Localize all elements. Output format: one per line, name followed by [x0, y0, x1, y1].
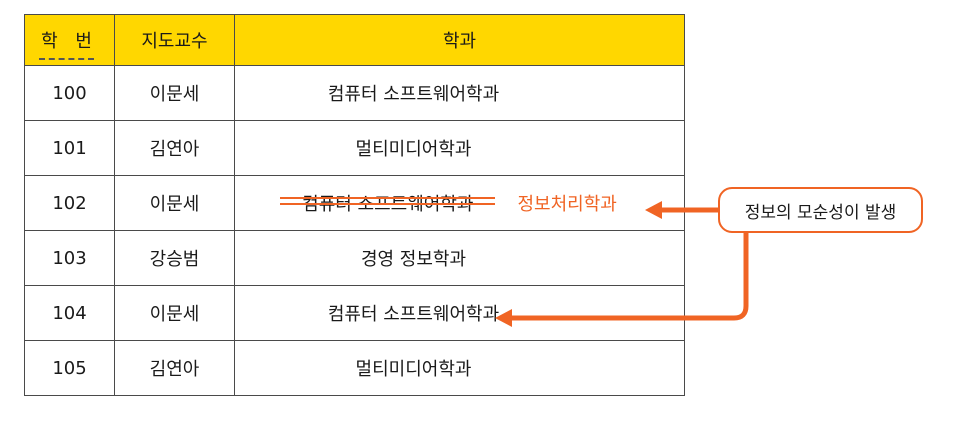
callout-text: 정보의 모순성이 발생 — [744, 202, 897, 223]
old-department-struck: 컴퓨터 소프트웨어학과 — [280, 190, 496, 216]
table-row-conflict: 102 이문세 컴퓨터 소프트웨어학과 정보처리학과 — [24, 175, 685, 231]
student-id-cell: 102 — [24, 175, 115, 231]
advisor-cell: 이문세 — [114, 175, 235, 231]
header-department: 학과 — [234, 14, 685, 66]
student-id-cell: 100 — [24, 65, 115, 121]
table-row: 101 김연아 멀티미디어학과 — [24, 120, 685, 176]
student-id-cell: 105 — [24, 340, 115, 396]
department-value: 멀티미디어학과 — [355, 359, 472, 380]
header-student-id-label: 학 번 — [39, 27, 98, 60]
department-value: 경영 정보학과 — [360, 249, 467, 270]
advisor-cell: 이문세 — [114, 285, 235, 341]
department-cell: 멀티미디어학과 — [234, 120, 685, 176]
department-value: 컴퓨터 소프트웨어학과 — [327, 304, 500, 325]
header-student-id: 학 번 — [24, 14, 115, 66]
student-table: 학 번 지도교수 학과 100 이문세 컴퓨터 소프트웨어학과 101 김연아 … — [24, 14, 685, 396]
new-department-value: 정보처리학과 — [517, 194, 617, 215]
header-advisor: 지도교수 — [114, 14, 235, 66]
department-cell: 경영 정보학과 — [234, 230, 685, 286]
student-id-cell: 103 — [24, 230, 115, 286]
student-id-cell: 104 — [24, 285, 115, 341]
advisor-cell: 이문세 — [114, 65, 235, 121]
department-cell: 멀티미디어학과 — [234, 340, 685, 396]
advisor-cell: 김연아 — [114, 120, 235, 176]
department-cell: 컴퓨터 소프트웨어학과 정보처리학과 — [234, 175, 685, 231]
student-id-cell: 101 — [24, 120, 115, 176]
department-value: 컴퓨터 소프트웨어학과 — [327, 84, 500, 105]
department-cell: 컴퓨터 소프트웨어학과 — [234, 65, 685, 121]
table-row: 100 이문세 컴퓨터 소프트웨어학과 — [24, 65, 685, 121]
advisor-cell: 강승범 — [114, 230, 235, 286]
table-row: 105 김연아 멀티미디어학과 — [24, 340, 685, 396]
strikethrough-line — [280, 203, 496, 205]
table-row: 104 이문세 컴퓨터 소프트웨어학과 — [24, 285, 685, 341]
table-row: 103 강승범 경영 정보학과 — [24, 230, 685, 286]
inconsistency-callout: 정보의 모순성이 발생 — [718, 187, 923, 233]
department-cell: 컴퓨터 소프트웨어학과 — [234, 285, 685, 341]
department-value: 멀티미디어학과 — [355, 139, 472, 160]
strikethrough-line — [280, 197, 496, 199]
table-header-row: 학 번 지도교수 학과 — [24, 14, 685, 66]
advisor-cell: 김연아 — [114, 340, 235, 396]
